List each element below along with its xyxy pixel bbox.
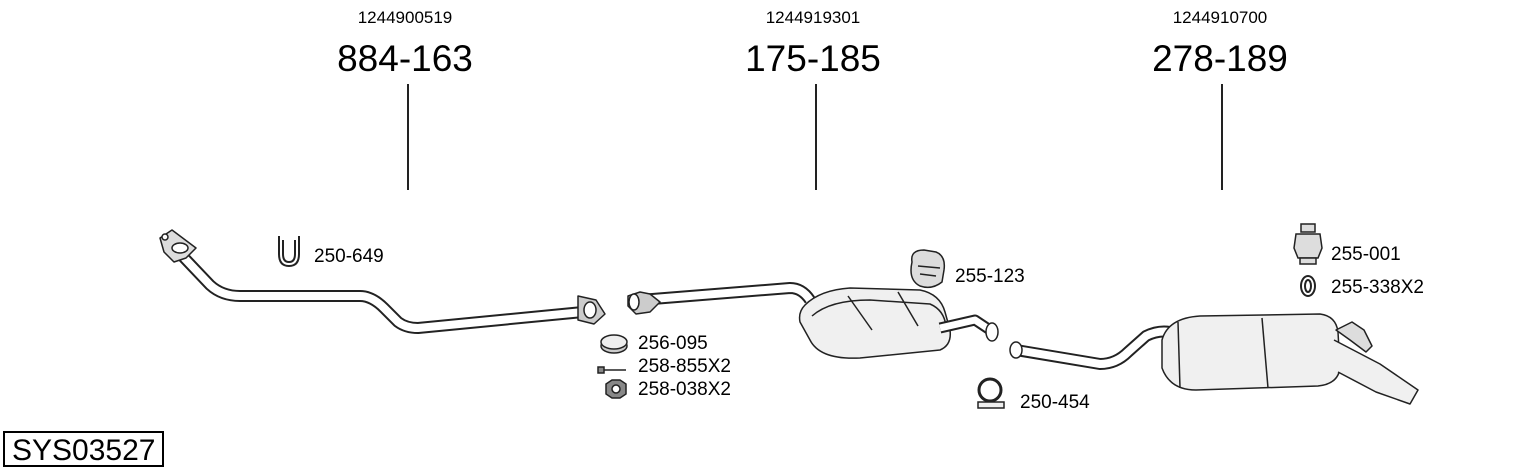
- rubber-hanger-icon: [910, 249, 946, 289]
- accessory-label-256-095: 256-095: [638, 333, 708, 354]
- bolt-icon: [597, 366, 626, 374]
- part-number-175-185: 175-185: [745, 38, 881, 79]
- system-code: SYS03527: [3, 431, 165, 467]
- gasket-ring-icon: [600, 334, 628, 354]
- accessory-label-250-649: 250-649: [314, 246, 384, 267]
- front-pipe: [159, 229, 606, 334]
- oem-number-2: 1244919301: [765, 8, 861, 27]
- accessory-label-255-338X2: 255-338X2: [1331, 277, 1424, 298]
- accessory-label-250-454: 250-454: [1020, 392, 1090, 413]
- u-bolt-clamp-icon: [278, 236, 300, 268]
- rubber-mount-icon: [1293, 223, 1323, 265]
- accessory-label-258-038X2: 258-038X2: [638, 379, 731, 400]
- part-number-884-163: 884-163: [337, 38, 473, 79]
- hex-nut-icon: [605, 379, 627, 399]
- rear-muffler: [1009, 313, 1419, 405]
- part-number-278-189: 278-189: [1152, 38, 1288, 79]
- oem-number-1: 1244900519: [357, 8, 453, 27]
- accessory-label-258-855X2: 258-855X2: [638, 356, 731, 377]
- rubber-ring-icon: [1300, 275, 1316, 297]
- pipe-clamp-icon: [977, 377, 1005, 409]
- middle-muffler: [627, 282, 999, 359]
- accessory-label-255-001: 255-001: [1331, 244, 1401, 265]
- accessory-label-255-123: 255-123: [955, 266, 1025, 287]
- oem-number-3: 1244910700: [1172, 8, 1268, 27]
